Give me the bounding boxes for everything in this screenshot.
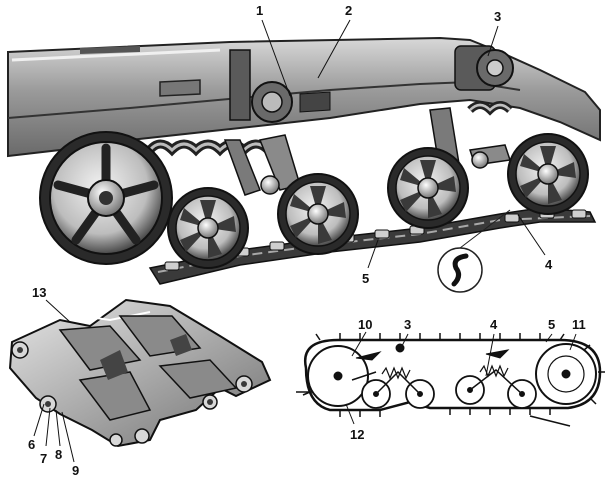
callout-13: 13 [32,285,47,300]
callout-9: 9 [72,463,80,478]
callout-8: 8 [55,447,63,462]
callout-5: 5 [362,271,370,286]
idler-wheel [39,131,173,265]
road-wheel-3 [387,147,469,229]
callout-10: 10 [358,317,373,332]
callout-11: 11 [572,317,586,332]
callout-1: 1 [256,3,264,18]
top-leader-lines [261,19,546,269]
road-wheel-1 [167,187,249,269]
callout-12: 12 [350,427,365,442]
schematic-callout-4: 4 [490,317,498,332]
schematic-callout-3: 3 [404,317,412,332]
track-link-assembly [8,298,272,463]
schematic-callout-5: 5 [548,317,556,332]
road-wheel-2 [277,173,359,255]
callout-6: 6 [28,437,36,452]
suspension-bogie-front [146,49,301,196]
road-wheel-4 [507,133,589,215]
detail-inset-circle [437,209,511,293]
callout-3: 3 [494,9,502,24]
track-schematic [296,331,605,427]
callout-2: 2 [345,3,353,18]
callout-4: 4 [545,257,553,272]
callout-7: 7 [40,451,48,466]
